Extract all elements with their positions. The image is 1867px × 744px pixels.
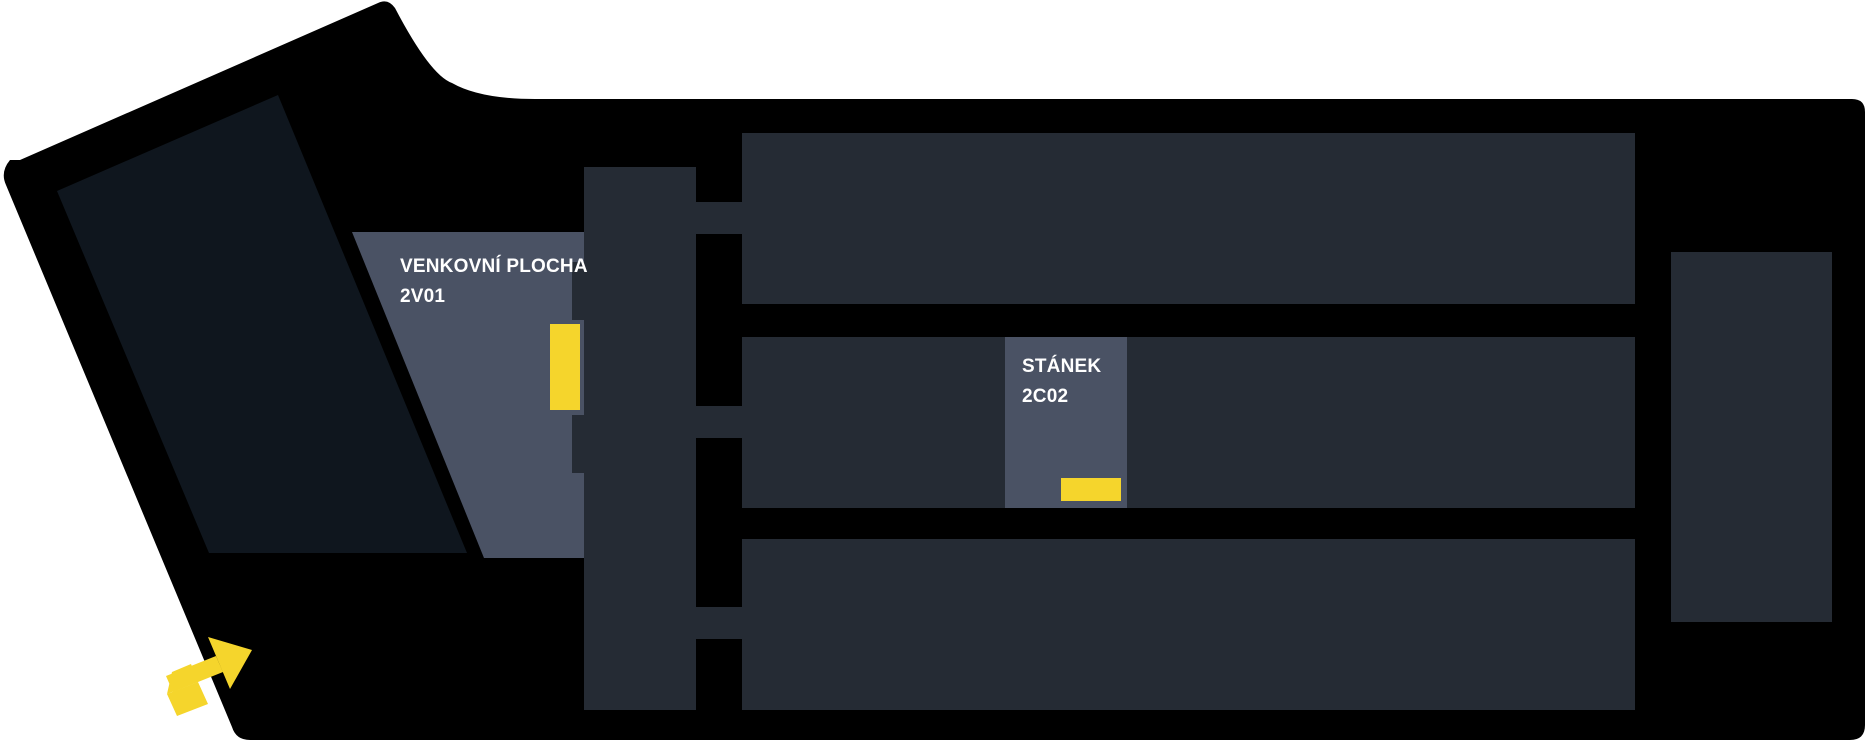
hall-top[interactable] xyxy=(742,133,1635,304)
central-corridor-block[interactable] xyxy=(572,167,696,710)
connector-2 xyxy=(696,406,742,438)
zone-outdoor-2v01[interactable] xyxy=(352,232,584,558)
marker-outdoor[interactable] xyxy=(550,324,580,410)
outdoor-area-title: VENKOVNÍ PLOCHA xyxy=(400,255,588,277)
marker-stand[interactable] xyxy=(1061,478,1121,501)
hall-right[interactable] xyxy=(1671,252,1832,622)
entrance-arrow-icon[interactable] xyxy=(166,637,252,716)
stand-code: 2C02 xyxy=(1022,386,1068,407)
connector-3 xyxy=(696,607,742,639)
outdoor-dark-area[interactable] xyxy=(57,95,467,553)
outdoor-area-code: 2V01 xyxy=(400,286,445,307)
hall-middle[interactable] xyxy=(742,337,1635,508)
stand-title: STÁNEK xyxy=(1022,355,1101,377)
connector-1 xyxy=(696,202,742,234)
hall-bottom[interactable] xyxy=(742,539,1635,710)
